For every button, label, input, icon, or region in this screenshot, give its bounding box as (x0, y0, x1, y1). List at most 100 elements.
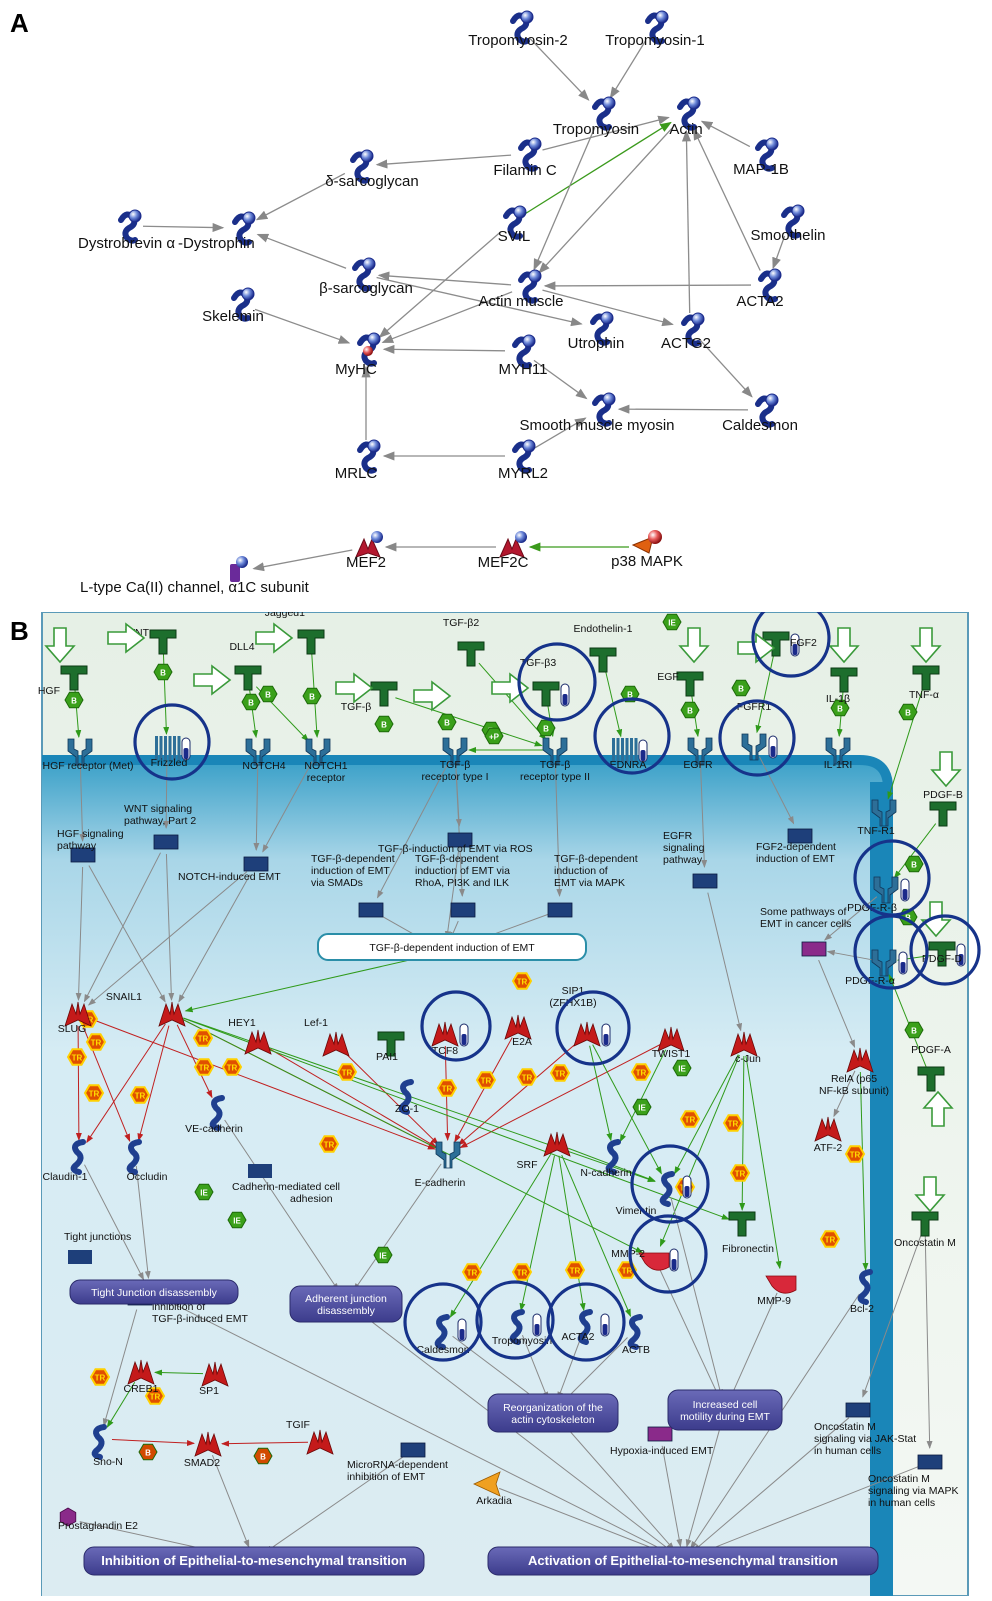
node-mmp2[interactable]: MMP-2 (611, 1248, 679, 1272)
node-snail1[interactable]: SNAIL1 (106, 991, 186, 1027)
node-dystrophin[interactable]: -Dystrophin (178, 211, 256, 252)
node-myh11[interactable]: MYH11 (499, 334, 548, 378)
node-pai1[interactable]: PAI1 (376, 1031, 405, 1063)
node-tpm2[interactable]: Tropomyosin-2 (468, 10, 568, 49)
node-hgfr[interactable]: HGF receptor (Met) (42, 738, 134, 772)
node-tgfb2[interactable]: TGF-β2 (443, 617, 485, 667)
node-twist1[interactable]: TWIST1 (652, 1026, 691, 1060)
node-osm[interactable]: Oncostatin M (894, 1211, 956, 1249)
node-tropo[interactable]: Tropomyosin (492, 1309, 552, 1347)
node-myhc[interactable]: MyHC (335, 332, 381, 378)
node-atf2[interactable]: ATF-2 (814, 1116, 843, 1154)
node-smoothelin[interactable]: Smoothelin (750, 204, 826, 244)
node-tpm1[interactable]: Tropomyosin-1 (605, 10, 705, 49)
node-bcl2[interactable]: Bcl-2 (850, 1269, 874, 1315)
process-pr_inh[interactable]: Inhibition of Epithelial-to-mesenchymal … (83, 1546, 425, 1576)
node-il1ri[interactable]: IL-1RI (824, 737, 853, 771)
node-mrlc[interactable]: MRLC (335, 439, 381, 482)
node-tgfb3[interactable]: TGF-β3 (520, 657, 570, 707)
node-myrl2[interactable]: MYRL2 (498, 439, 548, 482)
node-svil[interactable]: SVIL (498, 205, 531, 245)
node-utrophin[interactable]: Utrophin (568, 311, 625, 352)
node-fgf2[interactable]: FGF2 (762, 631, 817, 657)
node-smad2[interactable]: SMAD2 (184, 1431, 222, 1469)
node-sp1[interactable]: SP1 (199, 1361, 229, 1397)
node-creb1[interactable]: CREB1 (123, 1359, 159, 1395)
node-et1[interactable]: Endothelin-1 (574, 623, 633, 673)
process-pr_act[interactable]: Activation of Epithelial-to-mesenchymal … (487, 1546, 879, 1576)
node-mmp9[interactable]: MMP-9 (757, 1275, 797, 1307)
node-acta2b[interactable]: ACTA2 (561, 1309, 610, 1345)
node-actin[interactable]: Actin (669, 96, 703, 138)
node-ltype[interactable]: L-type Ca(II) channel, α1C subunit (80, 556, 310, 596)
node-pdgfra[interactable]: PDGF-R-α (845, 949, 908, 987)
node-dll4[interactable]: DLL4 (229, 641, 262, 691)
node-actb[interactable]: ACTB (622, 1314, 650, 1356)
node-zo1[interactable]: ZO-1 (395, 1079, 419, 1115)
node-mef2[interactable]: MEF2 (346, 531, 386, 571)
node-occl[interactable]: Occludin (127, 1139, 168, 1183)
node-slug[interactable]: SLUG (58, 1001, 92, 1035)
node-pge2[interactable]: Prostaglandin E2 (58, 1507, 138, 1532)
node-egfr[interactable]: EGFR (683, 737, 713, 771)
pathway-p_hypoxia[interactable]: Hypoxia-induced EMT (610, 1426, 714, 1457)
node-tnfr1[interactable]: TNF-R1 (857, 799, 897, 837)
node-tgif[interactable]: TGIF (286, 1419, 334, 1455)
node-cldn1[interactable]: Claudin-1 (43, 1139, 88, 1183)
node-dystrobrevin[interactable]: Dystrobrevin α (78, 209, 175, 252)
node-caldesmon[interactable]: Caldesmon (722, 393, 798, 434)
node-e2a[interactable]: E2A (504, 1014, 532, 1048)
node-pdgfd[interactable]: PDGF-D (922, 941, 966, 967)
node-p38[interactable]: p38 MAPK (611, 530, 683, 570)
node-vecad[interactable]: VE-cadherin (185, 1095, 243, 1135)
node-ncad[interactable]: N-cadherin (580, 1139, 632, 1179)
node-fn[interactable]: Fibronectin (722, 1211, 774, 1255)
node-arkadia[interactable]: Arkadia (473, 1471, 512, 1507)
node-tnfa[interactable]: TNF-α (909, 665, 940, 701)
node-skelemin[interactable]: Skelemin (202, 287, 264, 325)
node-egf[interactable]: EGF (657, 671, 704, 697)
node-smm[interactable]: Smooth muscle myosin (519, 392, 675, 434)
node-ecad[interactable]: E-cadherin (415, 1141, 466, 1189)
node-il1b[interactable]: IL-1β (826, 667, 858, 705)
node-actg2[interactable]: ACTG2 (661, 312, 711, 352)
node-pdgfb[interactable]: PDGF-B (923, 789, 963, 827)
tgf-beta-emt-process[interactable]: TGF-β-dependent induction of EMT (317, 933, 587, 961)
node-lef1[interactable]: Lef-1 (304, 1017, 350, 1057)
node-srf[interactable]: SRF (517, 1131, 571, 1171)
node-actinm[interactable]: Actin muscle (478, 269, 564, 310)
node-frizzled[interactable]: Frizzled (151, 736, 191, 769)
node-hey1[interactable]: HEY1 (228, 1017, 272, 1055)
node-tpm[interactable]: Tropomyosin (553, 96, 639, 138)
node-pdgfa[interactable]: PDGF-A (911, 1044, 951, 1092)
node-bsg[interactable]: β-sarcoglycan (319, 257, 413, 297)
node-ednra[interactable]: EDNRA (610, 738, 648, 771)
node-sip1[interactable]: SIP1(ZFHX1B) (549, 985, 611, 1047)
node-cjun[interactable]: c-Jun (730, 1031, 761, 1065)
pathway-p_ros[interactable]: TGF-β-induction of EMT via ROS (378, 832, 533, 855)
node-filc[interactable]: Filamin C (493, 137, 557, 179)
node-snon[interactable]: Sno-N (91, 1424, 123, 1468)
node-tgfb[interactable]: TGF-β (341, 681, 398, 713)
pathway-p_notch[interactable]: NOTCH-induced EMT (178, 856, 281, 883)
node-hgf[interactable]: HGF (38, 665, 88, 697)
node-dsg[interactable]: δ-sarcoglycan (325, 149, 419, 190)
node-mef2c[interactable]: MEF2C (478, 531, 529, 571)
